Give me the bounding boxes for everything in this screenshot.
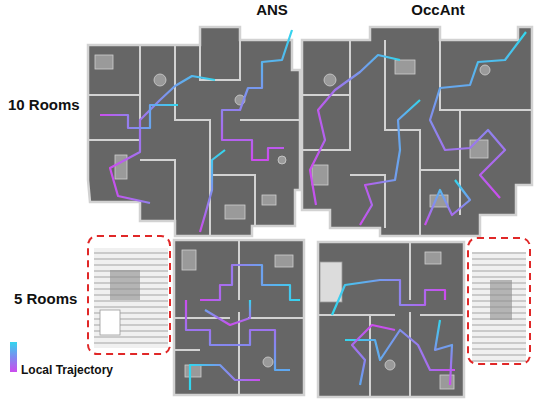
floor-plan bbox=[94, 240, 304, 395]
highlight-box bbox=[88, 236, 170, 354]
row-header: 10 Rooms bbox=[8, 97, 80, 114]
column-header: OccAnt bbox=[411, 2, 464, 19]
highlight-box bbox=[468, 238, 530, 364]
floor-plan bbox=[318, 242, 526, 397]
floor-plan bbox=[88, 27, 300, 236]
legend-swatch bbox=[10, 342, 17, 372]
legend-text: Local Trajectory bbox=[21, 363, 113, 377]
floor-plan bbox=[302, 27, 532, 236]
row-header: 5 Rooms bbox=[14, 291, 77, 308]
column-header: ANS bbox=[256, 2, 288, 19]
